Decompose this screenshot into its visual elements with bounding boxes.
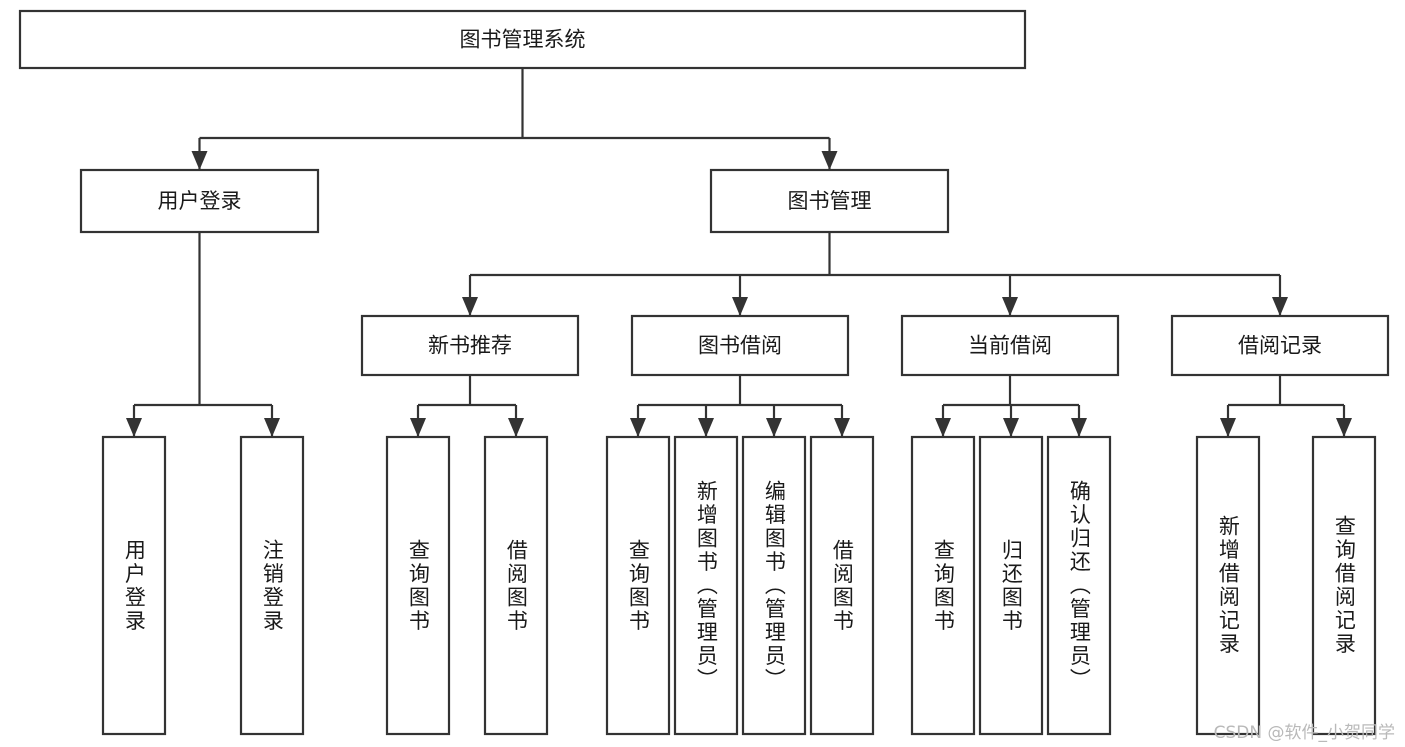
- level2-node-1-label: 图书管理: [788, 189, 872, 213]
- arrow-head-icon: [1336, 418, 1352, 437]
- leaf-node-2[interactable]: [385, 435, 451, 736]
- level3-node-0-rect[interactable]: [360, 314, 580, 377]
- level2-node-0-label: 用户登录: [158, 189, 242, 213]
- leaf-node-0[interactable]: [101, 435, 167, 736]
- leaf-node-12[interactable]: [1311, 435, 1377, 736]
- leaf-node-4[interactable]: [605, 435, 671, 736]
- level2-node-0[interactable]: 用户登录: [79, 168, 320, 234]
- level3-node-1-label: 图书借阅: [698, 334, 782, 358]
- leaf-node-7-rect[interactable]: [809, 435, 875, 736]
- level3-node-1-rect[interactable]: [630, 314, 850, 377]
- level3-node-2-rect[interactable]: [900, 314, 1120, 377]
- arrow-head-icon: [126, 418, 142, 437]
- leaf-node-9[interactable]: [978, 435, 1044, 736]
- level2-node-1[interactable]: 图书管理: [709, 168, 950, 234]
- leaf-node-11-rect[interactable]: [1195, 435, 1261, 736]
- leaf-node-8[interactable]: [910, 435, 976, 736]
- arrow-head-icon: [1220, 418, 1236, 437]
- arrow-head-icon: [462, 297, 478, 316]
- root-node-book-management-system-label: 图书管理系统: [460, 28, 586, 52]
- arrow-head-icon: [1272, 297, 1288, 316]
- watermark-text: CSDN @软件_小贺同学: [1213, 723, 1395, 743]
- leaf-node-3-rect[interactable]: [483, 435, 549, 736]
- arrow-head-icon: [1003, 418, 1019, 437]
- leaf-node-10-rect[interactable]: [1046, 435, 1112, 736]
- leaf-node-12-rect[interactable]: [1311, 435, 1377, 736]
- leaf-node-6[interactable]: [741, 435, 807, 736]
- level3-node-0[interactable]: 新书推荐: [360, 314, 580, 377]
- level2-node-1-rect[interactable]: [709, 168, 950, 234]
- leaf-node-11[interactable]: [1195, 435, 1261, 736]
- arrow-head-icon: [732, 297, 748, 316]
- level3-node-3[interactable]: 借阅记录: [1170, 314, 1390, 377]
- leaf-node-2-rect[interactable]: [385, 435, 451, 736]
- leaf-node-3[interactable]: [483, 435, 549, 736]
- leaf-node-4-rect[interactable]: [605, 435, 671, 736]
- arrow-head-icon: [1002, 297, 1018, 316]
- leaf-node-8-rect[interactable]: [910, 435, 976, 736]
- leaf-node-1-rect[interactable]: [239, 435, 305, 736]
- arrow-head-icon: [834, 418, 850, 437]
- leaf-node-0-rect[interactable]: [101, 435, 167, 736]
- leaf-node-6-rect[interactable]: [741, 435, 807, 736]
- root-node-book-management-system-rect[interactable]: [18, 9, 1027, 70]
- level3-node-2-label: 当前借阅: [968, 334, 1052, 358]
- arrow-head-icon: [1071, 418, 1087, 437]
- arrow-head-icon: [935, 418, 951, 437]
- arrow-head-icon: [698, 418, 714, 437]
- arrow-head-icon: [630, 418, 646, 437]
- level3-node-2[interactable]: 当前借阅: [900, 314, 1120, 377]
- arrow-head-icon: [264, 418, 280, 437]
- connectors-layer: [126, 68, 1352, 437]
- root-node-book-management-system[interactable]: 图书管理系统: [18, 9, 1027, 70]
- arrow-head-icon: [766, 418, 782, 437]
- leaf-node-10[interactable]: [1046, 435, 1112, 736]
- leaf-node-7[interactable]: [809, 435, 875, 736]
- level3-node-3-rect[interactable]: [1170, 314, 1390, 377]
- arrow-head-icon: [410, 418, 426, 437]
- level3-node-3-label: 借阅记录: [1238, 334, 1322, 358]
- level3-node-1[interactable]: 图书借阅: [630, 314, 850, 377]
- arrow-head-icon: [821, 151, 838, 170]
- level2-node-0-rect[interactable]: [79, 168, 320, 234]
- arrow-head-icon: [508, 418, 524, 437]
- arrow-head-icon: [191, 151, 208, 170]
- leaf-node-5[interactable]: [673, 435, 739, 736]
- leaf-node-9-rect[interactable]: [978, 435, 1044, 736]
- leaf-node-5-rect[interactable]: [673, 435, 739, 736]
- leaf-node-1[interactable]: [239, 435, 305, 736]
- level3-node-0-label: 新书推荐: [428, 334, 512, 358]
